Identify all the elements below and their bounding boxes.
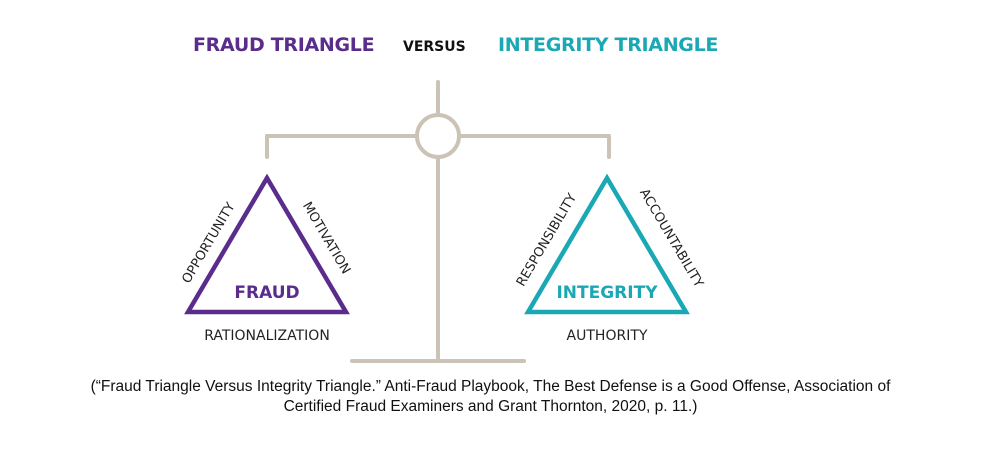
integrity-base-label: AUTHORITY	[567, 328, 648, 344]
balance-scale-icon	[265, 80, 611, 363]
citation-line-1: (“Fraud Triangle Versus Integrity Triang…	[90, 378, 891, 395]
integrity-triangle: INTEGRITY RESPONSIBILITY ACCOUNTABILITY …	[514, 173, 706, 344]
fraud-center-label: FRAUD	[234, 283, 299, 303]
citation-line-2: Certified Fraud Examiners and Grant Thor…	[283, 398, 698, 415]
integrity-right-side-label: ACCOUNTABILITY	[636, 186, 706, 290]
integrity-triangle-shape	[524, 173, 690, 315]
integrity-center-label: INTEGRITY	[556, 283, 658, 303]
fraud-triangle-title: FRAUD TRIANGLE	[193, 34, 375, 56]
fraud-base-label: RATIONALIZATION	[204, 328, 330, 344]
versus-label: VERSUS	[403, 39, 466, 55]
citation-caption: (“Fraud Triangle Versus Integrity Triang…	[0, 377, 981, 417]
fraud-triangle-shape	[184, 173, 350, 315]
fraud-right-side-label: MOTIVATION	[299, 200, 353, 277]
integrity-triangle-title: INTEGRITY TRIANGLE	[498, 34, 719, 56]
fraud-triangle: FRAUD OPPORTUNITY MOTIVATION RATIONALIZA…	[179, 173, 353, 344]
